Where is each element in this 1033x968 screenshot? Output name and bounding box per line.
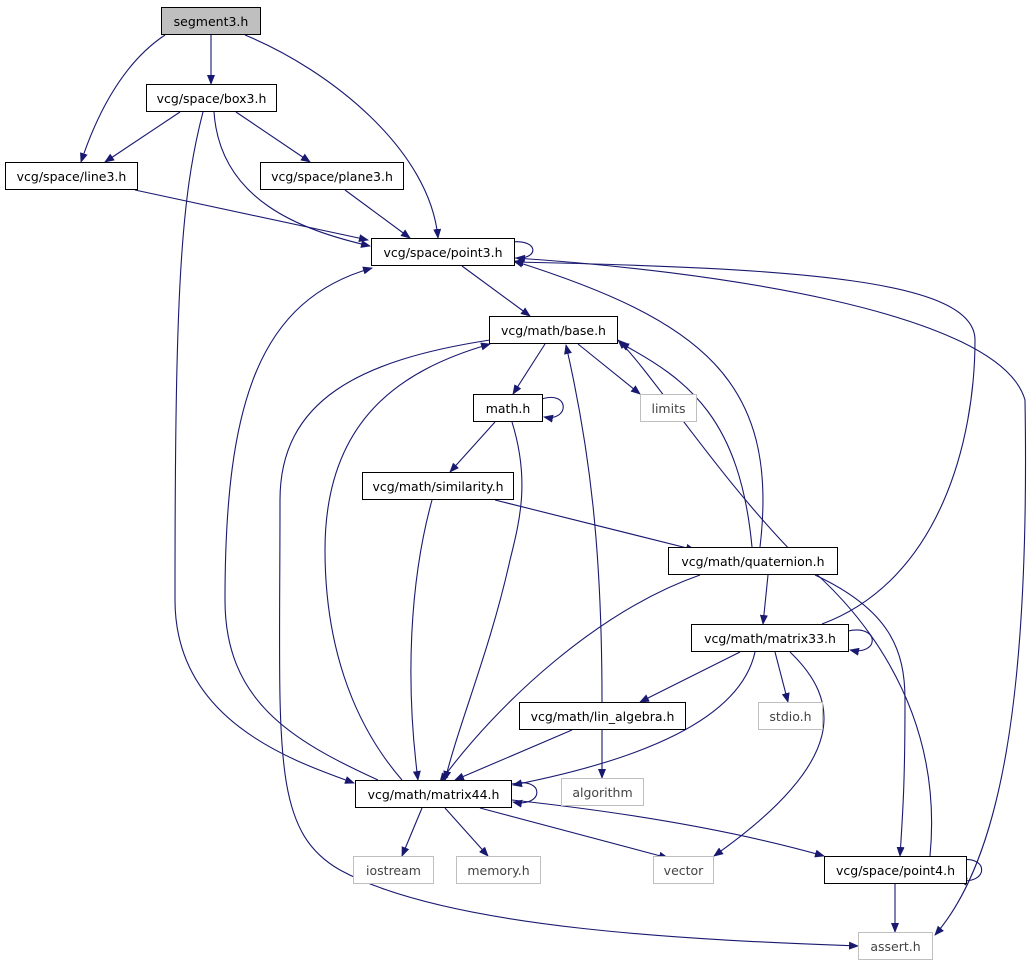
edge-math-self xyxy=(541,396,564,423)
edge-matrix33-stdio xyxy=(774,651,790,703)
edge-matrix44-self xyxy=(511,782,538,808)
node-box3[interactable]: vcg/space/box3.h xyxy=(146,84,277,112)
edge-segment3-line3 xyxy=(80,34,166,163)
edge-math-similarity xyxy=(449,421,496,473)
node-vector[interactable]: vector xyxy=(653,856,714,884)
edge-quaternion-matrix44 xyxy=(439,574,701,783)
edge-point3-base xyxy=(461,265,531,317)
edge-point3-assert xyxy=(514,257,1027,936)
node-quaternion[interactable]: vcg/math/quaternion.h xyxy=(668,547,838,575)
edge-base-assert xyxy=(278,339,859,950)
edge-quaternion-base xyxy=(619,342,753,548)
edge-matrix44-base xyxy=(324,342,491,781)
edge-lin-algebra-matrix44 xyxy=(454,729,573,781)
edge-quaternion-point3 xyxy=(513,259,764,548)
edge-matrix33-matrix44 xyxy=(512,651,756,788)
node-line3[interactable]: vcg/space/line3.h xyxy=(5,162,138,190)
node-matrix44[interactable]: vcg/math/matrix44.h xyxy=(355,780,512,808)
node-assert[interactable]: assert.h xyxy=(858,932,933,960)
node-point4[interactable]: vcg/space/point4.h xyxy=(824,856,967,884)
node-lin-algebra[interactable]: vcg/math/lin_algebra.h xyxy=(519,702,686,730)
node-iostream[interactable]: iostream xyxy=(353,856,434,884)
node-limits[interactable]: limits xyxy=(640,394,697,422)
node-similarity[interactable]: vcg/math/similarity.h xyxy=(362,472,514,500)
node-matrix33[interactable]: vcg/math/matrix33.h xyxy=(691,624,849,652)
edge-box3-line3 xyxy=(104,111,181,163)
edge-plane3-point3 xyxy=(344,189,411,239)
edge-matrix33-vector xyxy=(713,651,825,857)
edge-matrix44-point4 xyxy=(511,799,825,858)
node-algorithm[interactable]: algorithm xyxy=(561,778,644,806)
edge-quaternion-matrix33 xyxy=(759,574,769,625)
node-point3[interactable]: vcg/space/point3.h xyxy=(371,238,515,266)
edge-math-matrix44 xyxy=(443,421,523,781)
edge-base-limits xyxy=(577,343,641,395)
node-stdio[interactable]: stdio.h xyxy=(758,702,823,730)
edge-line3-point3 xyxy=(134,189,369,243)
edge-matrix33-self xyxy=(847,629,873,656)
edge-similarity-matrix44 xyxy=(410,499,433,781)
node-plane3[interactable]: vcg/space/plane3.h xyxy=(260,162,404,190)
edge-box3-matrix44 xyxy=(174,111,355,784)
edge-matrix33-point3 xyxy=(513,258,976,625)
node-base[interactable]: vcg/math/base.h xyxy=(489,316,618,344)
edge-box3-plane3 xyxy=(235,111,311,163)
edge-lin-algebra-base xyxy=(564,344,603,703)
edge-base-math xyxy=(512,343,546,395)
edge-matrix44-iostream xyxy=(401,807,423,857)
edge-matrix44-point3 xyxy=(224,266,379,781)
edge-matrix44-vector xyxy=(479,807,669,860)
node-math[interactable]: math.h xyxy=(473,394,543,422)
edge-box3-point3 xyxy=(213,111,371,248)
node-memory[interactable]: memory.h xyxy=(456,856,541,884)
node-segment3[interactable]: segment3.h xyxy=(161,7,261,35)
edge-matrix33-lin-algebra xyxy=(639,651,741,703)
edge-segment3-point3 xyxy=(244,34,442,239)
edge-quaternion-point4 xyxy=(814,574,906,857)
edge-matrix44-memory xyxy=(444,807,489,857)
